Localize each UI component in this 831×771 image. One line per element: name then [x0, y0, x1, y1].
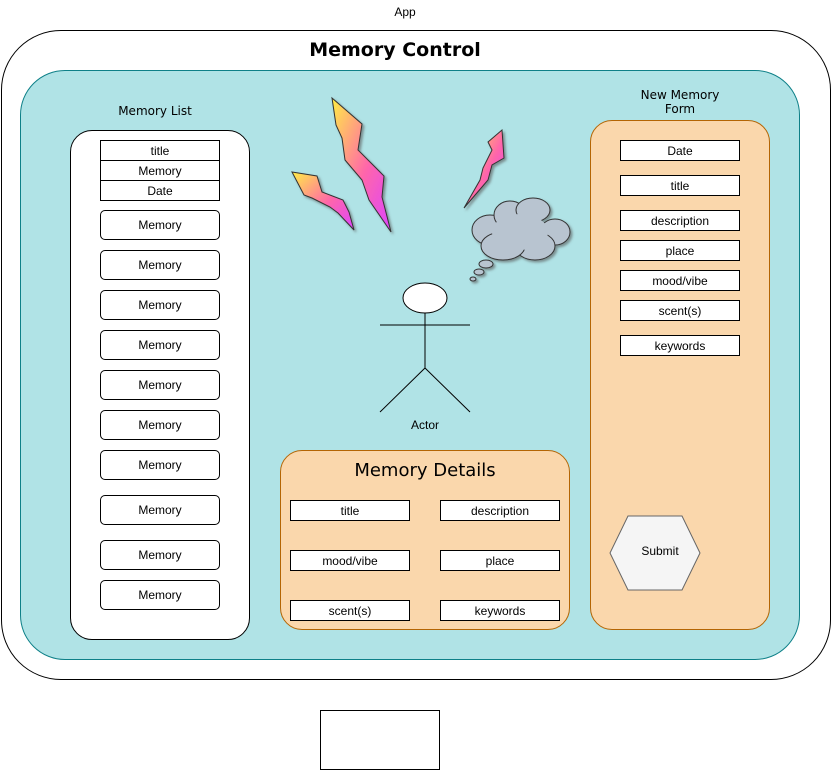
details-field-mood: mood/vibe	[290, 550, 410, 571]
memory-details-title: Memory Details	[354, 460, 496, 481]
new-memory-form-label-line1: New Memory	[640, 88, 720, 102]
memory-list-item[interactable]: Memory	[100, 330, 220, 360]
new-memory-form-label-line2: Form	[664, 102, 696, 116]
actor-icon	[379, 282, 471, 413]
memory-list-item[interactable]: Memory	[100, 450, 220, 480]
form-field-date[interactable]: Date	[620, 140, 740, 161]
list-header-memory: Memory	[100, 160, 220, 181]
details-field-place: place	[440, 550, 560, 571]
app-label: App	[394, 5, 416, 19]
actor-label: Actor	[410, 418, 439, 432]
details-field-title: title	[290, 500, 410, 521]
memory-list-item[interactable]: Memory	[100, 580, 220, 610]
list-header-date: Date	[100, 180, 220, 201]
lightning-bolt-small-icon	[291, 171, 355, 231]
form-field-place[interactable]: place	[620, 240, 740, 261]
submit-hexagon-shape[interactable]	[609, 515, 701, 591]
memory-list-item[interactable]: Memory	[100, 250, 220, 280]
memory-control-title: Memory Control	[309, 39, 481, 61]
form-field-title[interactable]: title	[620, 175, 740, 196]
details-field-scents: scent(s)	[290, 600, 410, 621]
memory-list-item[interactable]: Memory	[100, 540, 220, 570]
form-field-keywords[interactable]: keywords	[620, 335, 740, 356]
form-field-scents[interactable]: scent(s)	[620, 300, 740, 321]
memory-list-item[interactable]: Memory	[100, 290, 220, 320]
details-field-keywords: keywords	[440, 600, 560, 621]
new-memory-form-label: New Memory Form	[620, 88, 740, 116]
detached-box	[320, 710, 440, 770]
form-field-description[interactable]: description	[620, 210, 740, 231]
lightning-bolt-large-icon	[331, 96, 392, 233]
memory-list-item[interactable]: Memory	[100, 495, 220, 525]
memory-list-item[interactable]: Memory	[100, 410, 220, 440]
submit-button[interactable]: Submit	[608, 514, 704, 594]
lightning-bolt-right-icon	[463, 128, 505, 209]
details-field-description: description	[440, 500, 560, 521]
form-field-mood[interactable]: mood/vibe	[620, 270, 740, 291]
memory-list-label: Memory List	[118, 104, 192, 118]
thought-cloud-icon	[469, 197, 571, 282]
memory-list-item[interactable]: Memory	[100, 210, 220, 240]
memory-list-item[interactable]: Memory	[100, 370, 220, 400]
submit-label[interactable]: Submit	[641, 544, 679, 558]
